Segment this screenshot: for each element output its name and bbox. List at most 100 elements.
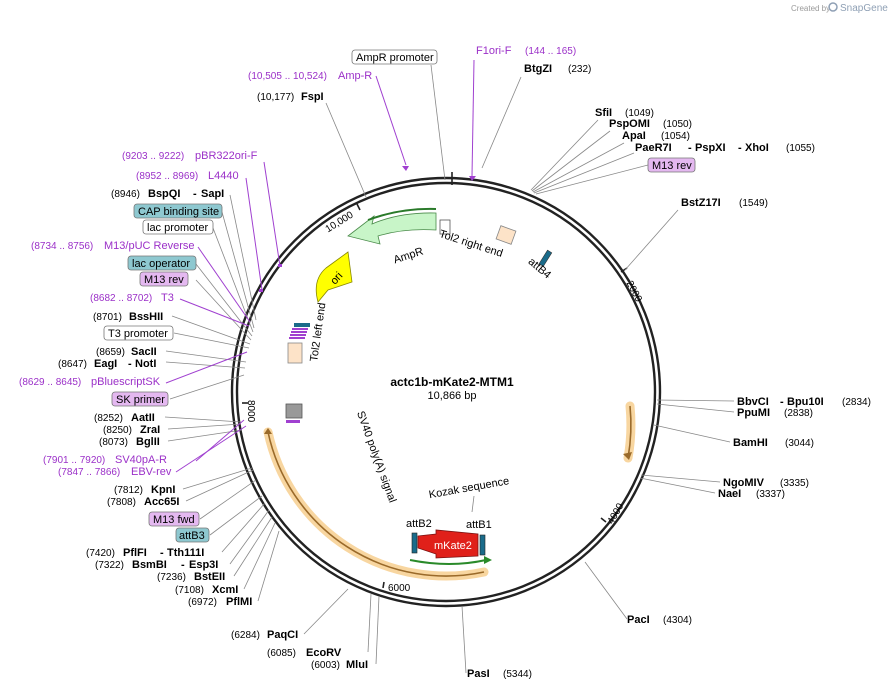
cap-binding-site-label: CAP binding site — [138, 206, 219, 218]
backbone-ring — [230, 176, 662, 608]
site-btgzi-pos: (232) — [568, 64, 591, 75]
attb3-label: attB3 — [179, 530, 205, 542]
m13-rev-left-box — [139, 271, 189, 287]
leader-sacii — [165, 350, 247, 363]
site-sapi-name: SapI — [201, 188, 224, 200]
ampr-promoter-box — [439, 219, 451, 235]
sv40-box — [285, 403, 303, 419]
leader-ebv-rev — [175, 425, 247, 473]
pbr322ori-f-pos: (9203 .. 9222) — [122, 151, 184, 162]
ampr-label: AmpR — [392, 245, 425, 266]
primer-markers — [259, 166, 476, 292]
tol2-left-label: Tol2 left end — [308, 302, 328, 362]
site-bsmbi-pos: (7322) — [95, 560, 124, 571]
site-apai-pos: (1054) — [661, 131, 690, 142]
site-tth111i-prefix: - — [160, 547, 164, 559]
leader-pflfi — [221, 502, 266, 553]
leader-kpni — [182, 467, 253, 490]
pbluescriptsk-name: pBluescriptSK — [91, 376, 161, 388]
site-zrai-name: ZraI — [140, 424, 160, 436]
m13puc-reverse-pos: (8734 .. 8756) — [31, 241, 93, 252]
leader-m13rev-top — [535, 164, 649, 195]
site-bpu10i-name: Bpu10I — [787, 396, 824, 408]
large-orf-arc — [267, 431, 485, 577]
tick-4000 — [600, 517, 607, 523]
leader-bstz17i — [624, 209, 679, 271]
sv40pa-r-name: SV40pA-R — [115, 454, 167, 466]
amp-r-marker — [402, 166, 409, 171]
leader-pbr322ori-f — [263, 161, 281, 267]
tol2-right-box — [495, 225, 517, 245]
leader-pbluescriptsk — [165, 351, 248, 384]
ampr-arrow — [347, 212, 437, 245]
pbr322ori-f-marker — [278, 264, 282, 267]
ebv-rev-pos: (7847 .. 7866) — [58, 467, 120, 478]
leader-attb3 — [209, 495, 263, 536]
site-bsshii-name: BssHII — [129, 311, 163, 323]
ampr-promoter-label-box — [351, 49, 438, 65]
site-ppumi-name: PpuMI — [737, 407, 770, 419]
site-xhoi-prefix: - — [738, 142, 742, 154]
site-paci-name: PacI — [627, 614, 650, 626]
leader-paqci — [303, 588, 349, 635]
primer-marker-4 — [289, 337, 305, 339]
primer-marker-2 — [291, 331, 307, 333]
attb1-label: attB1 — [466, 519, 492, 531]
cut-site-labels: BtgZI (232) SfiI (1049) PspOMI (1050) Ap… — [58, 63, 871, 680]
primer-marker-1 — [292, 328, 308, 330]
tol2-left-box — [287, 342, 303, 364]
lac-promoter-label: lac promoter — [147, 222, 208, 234]
leader-pasi — [461, 605, 467, 674]
leader-m13fwd — [199, 479, 257, 520]
mkate2-green-bar — [409, 559, 487, 565]
attb2-label: attB2 — [406, 518, 432, 530]
leader-naei — [639, 477, 716, 494]
t3-pos: (8682 .. 8702) — [90, 293, 152, 304]
plasmid-name: actc1b-mKate2-MTM1 — [390, 375, 514, 389]
leader-btgzi — [481, 76, 522, 169]
orf-arcs — [263, 401, 636, 581]
site-paci-pos: (4304) — [663, 615, 692, 626]
leader-paci — [584, 561, 628, 620]
leader-lacpromoter — [212, 227, 254, 333]
site-pspomi-pos: (1050) — [663, 119, 692, 130]
lac-promoter-box — [142, 219, 214, 235]
lac-operator-box — [127, 255, 197, 271]
site-bglii-pos: (8073) — [99, 437, 128, 448]
f1ori-f-pos: (144 .. 165) — [525, 46, 576, 57]
site-ppumi-pos: (2838) — [784, 408, 813, 419]
snapgene-logo-icon — [828, 2, 838, 12]
site-aatii-name: AatII — [131, 412, 155, 424]
leader-mlui — [375, 595, 380, 665]
l4440-marker — [259, 289, 263, 292]
site-bamhi-pos: (3044) — [785, 438, 814, 449]
backbone-inner-ring — [235, 181, 657, 603]
site-bglii-name: BglII — [136, 436, 160, 448]
site-kpni-pos: (7812) — [114, 485, 143, 496]
site-fspi-name: FspI — [301, 91, 324, 103]
m13-rev-top-label: M13 rev — [652, 160, 692, 172]
site-naei-name: NaeI — [718, 488, 741, 500]
pbluescriptsk-pos: (8629 .. 8645) — [19, 377, 81, 388]
site-pasi-name: PasI — [467, 668, 490, 680]
site-naei-pos: (3337) — [756, 489, 785, 500]
site-esp3i-prefix: - — [181, 559, 185, 571]
site-acc65i-pos: (7808) — [107, 497, 136, 508]
m13-rev-top-box — [647, 157, 696, 173]
ampr-promoter-label: AmpR promoter — [356, 52, 434, 64]
site-bstz17i-name: BstZ17I — [681, 197, 721, 209]
leader-paer7i — [533, 152, 635, 194]
site-eagi-pos: (8647) — [58, 359, 87, 370]
l4440-name: L4440 — [208, 170, 239, 182]
site-ecorv-name: EcoRV — [306, 647, 342, 659]
leader-skprimer — [169, 374, 245, 400]
m13puc-reverse-name: M13/pUC Reverse — [104, 240, 194, 252]
leader-amprpromoter — [430, 64, 446, 181]
kozak-leader — [471, 495, 475, 513]
leader-m13rev-left — [195, 279, 252, 341]
leader-t3-primer — [179, 298, 250, 327]
site-bamhi-name: BamHI — [733, 437, 768, 449]
leader-bsmbi — [229, 509, 270, 565]
tick-label-2000: 2000 — [624, 279, 644, 304]
tick-10000 — [356, 203, 361, 211]
